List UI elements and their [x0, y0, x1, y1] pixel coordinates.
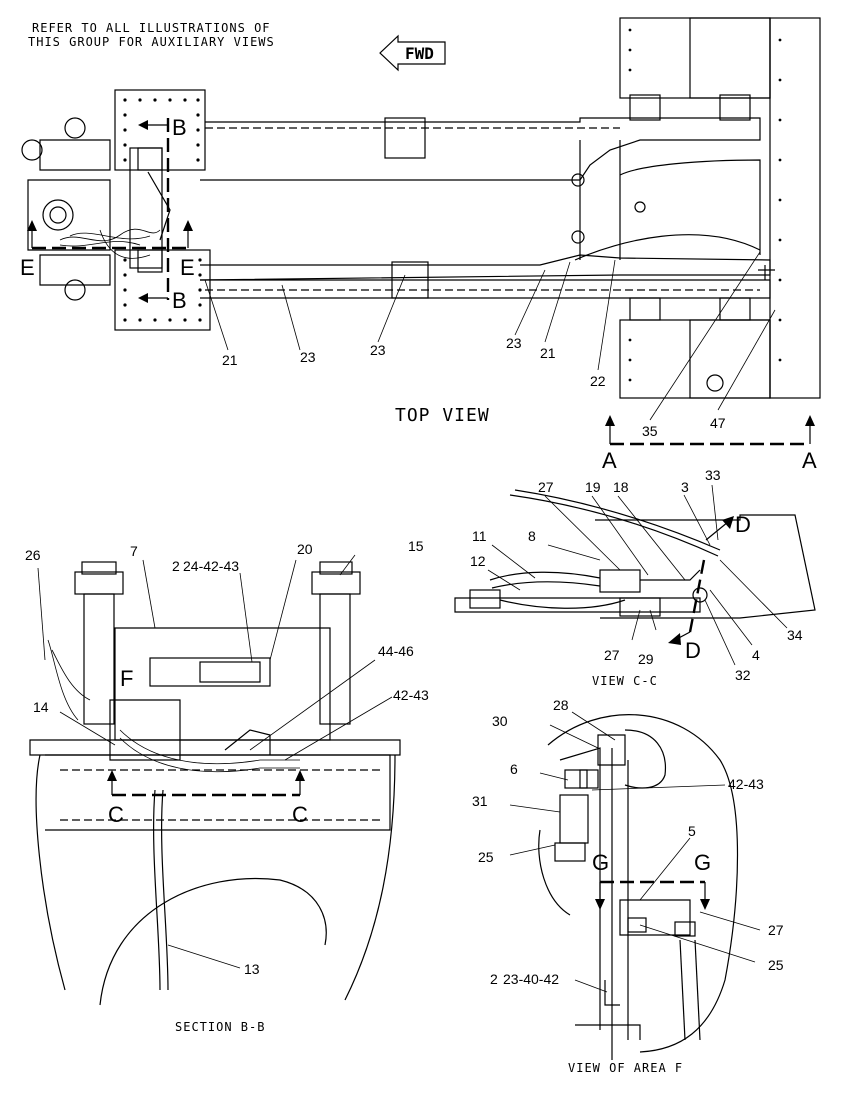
- section-letter-c-left: C: [108, 802, 124, 827]
- callout-35: 35: [642, 423, 658, 439]
- callout-44-46: 44-46: [378, 643, 414, 659]
- callout-5: 5: [688, 823, 696, 839]
- forward-arrow-icon: FWD: [379, 34, 446, 72]
- top-view-title: TOP VIEW: [395, 405, 490, 426]
- callout-23-right: 23: [506, 335, 522, 351]
- callout-3: 3: [681, 479, 689, 495]
- callout-31: 31: [472, 793, 488, 809]
- callout-18: 18: [613, 479, 629, 495]
- callout-8: 8: [528, 528, 536, 544]
- callout-47: 47: [710, 415, 726, 431]
- callout-11: 11: [472, 528, 487, 544]
- callout-6: 6: [510, 761, 518, 777]
- callout-29: 29: [638, 651, 654, 667]
- callout-25-f-right: 25: [768, 957, 784, 973]
- section-letter-b-bottom: B: [172, 288, 187, 313]
- callout-7: 7: [130, 543, 138, 559]
- view-area-f-drawing: [509, 711, 761, 1060]
- note-line-2: THIS GROUP FOR AUXILIARY VIEWS: [28, 35, 275, 49]
- callout-27-cc-bottom: 27: [604, 647, 620, 663]
- callout-13: 13: [244, 961, 260, 977]
- section-letter-e-left: E: [20, 255, 35, 280]
- section-letter-e-right: E: [180, 255, 195, 280]
- callout-12: 12: [470, 553, 486, 569]
- section-letter-g-left: G: [592, 850, 609, 875]
- view-area-f-title: VIEW OF AREA F: [568, 1061, 683, 1075]
- callout-prefix-2-bb: 2: [172, 558, 180, 574]
- callout-21-right: 21: [540, 345, 556, 361]
- callout-23-40-42: 23-40-42: [503, 971, 559, 987]
- callout-15: 15: [408, 538, 424, 554]
- callout-23-middle: 23: [370, 342, 386, 358]
- section-letter-a-left: A: [602, 448, 617, 473]
- callout-33: 33: [705, 467, 721, 483]
- callout-27-cc-top: 27: [538, 479, 554, 495]
- callout-34: 34: [787, 627, 803, 643]
- section-bb-drawing: [29, 554, 401, 1006]
- callout-42-43-f: 42-43: [728, 776, 764, 792]
- callout-prefix-2-f: 2: [490, 971, 498, 987]
- section-letter-b-top: B: [172, 115, 187, 140]
- section-letter-c-right: C: [292, 802, 308, 827]
- section-letter-a-right: A: [802, 448, 817, 473]
- section-bb-title: SECTION B-B: [175, 1020, 265, 1034]
- callout-21-left: 21: [222, 352, 238, 368]
- callout-27-f: 27: [768, 922, 784, 938]
- callout-26: 26: [25, 547, 41, 563]
- callout-23-left: 23: [300, 349, 316, 365]
- callout-25-f-left: 25: [478, 849, 494, 865]
- section-letter-d-bottom: D: [685, 638, 701, 663]
- callout-30: 30: [492, 713, 508, 729]
- section-letter-f: F: [120, 666, 133, 691]
- note-line-1: REFER TO ALL ILLUSTRATIONS OF: [32, 21, 271, 35]
- callout-14: 14: [33, 699, 49, 715]
- callout-24-42-43: 24-42-43: [183, 558, 239, 574]
- section-letter-g-right: G: [694, 850, 711, 875]
- callout-28: 28: [553, 697, 569, 713]
- callout-42-43-bb: 42-43: [393, 687, 429, 703]
- callout-19: 19: [585, 479, 601, 495]
- view-cc-title: VIEW C-C: [592, 674, 658, 688]
- callout-32: 32: [735, 667, 751, 683]
- fwd-label: FWD: [405, 44, 434, 63]
- callout-4: 4: [752, 647, 760, 663]
- top-view-drawing: [21, 17, 821, 446]
- callout-20: 20: [297, 541, 313, 557]
- section-letter-d-top: D: [735, 512, 751, 537]
- view-cc-drawing: [454, 484, 816, 666]
- callout-22: 22: [590, 373, 606, 389]
